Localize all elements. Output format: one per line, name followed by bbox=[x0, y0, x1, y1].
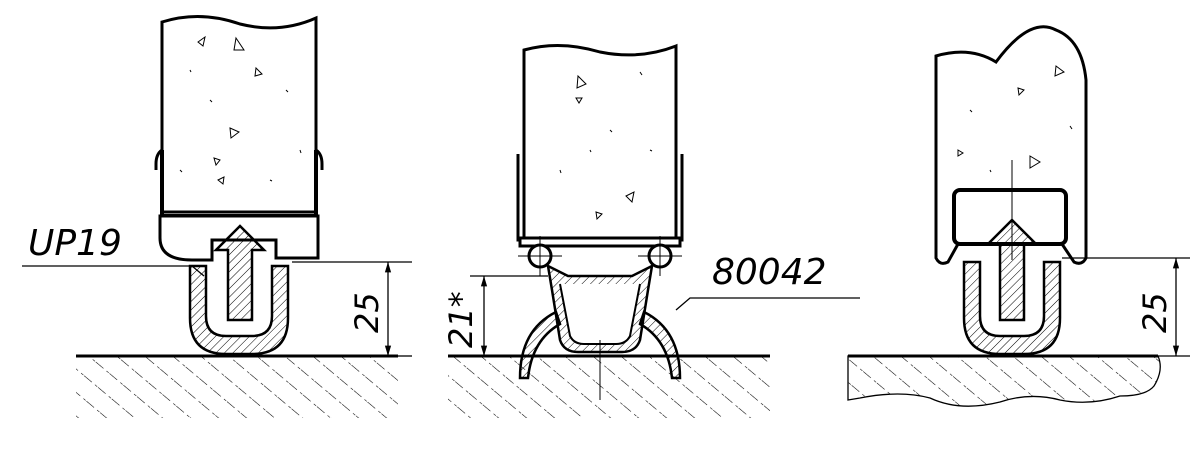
middle-profile-label: 80042 bbox=[712, 252, 827, 293]
right-glass-speckles bbox=[957, 65, 1073, 173]
middle-seal-inner bbox=[559, 283, 641, 345]
right-height-dimension bbox=[1062, 257, 1190, 357]
left-ground-hatch bbox=[76, 356, 398, 418]
right-height-value: 25 bbox=[1136, 292, 1174, 333]
middle-detail: 80042 21* bbox=[442, 43, 860, 418]
left-height-value: 25 bbox=[348, 292, 386, 333]
left-glass-panel bbox=[160, 14, 318, 214]
middle-glass-speckles bbox=[559, 71, 653, 221]
middle-seal-fin-left bbox=[518, 310, 562, 380]
right-ground-hatch bbox=[847, 355, 1161, 407]
left-label-leader bbox=[22, 265, 205, 277]
left-frame-lip-right bbox=[315, 148, 324, 170]
left-frame-lip-left bbox=[154, 148, 163, 170]
left-height-dimension bbox=[292, 261, 412, 357]
left-seal-profile bbox=[188, 264, 290, 356]
left-detail: UP19 25 bbox=[22, 14, 412, 418]
middle-height-value: 21* bbox=[442, 291, 480, 348]
right-seal-profile bbox=[962, 260, 1062, 356]
right-detail: 25 bbox=[847, 25, 1190, 407]
left-glass-speckles bbox=[179, 35, 302, 185]
right-seal-arrow-insert bbox=[984, 218, 1040, 322]
middle-height-dimension bbox=[470, 275, 548, 357]
left-profile-label: UP19 bbox=[28, 223, 122, 264]
left-seal-arrow-insert bbox=[212, 224, 268, 322]
middle-clip-centerlines bbox=[518, 236, 682, 276]
middle-seal-fin-right bbox=[638, 310, 682, 380]
middle-glass-panel bbox=[522, 43, 678, 242]
middle-label-leader bbox=[675, 297, 860, 311]
middle-ground-hatch bbox=[448, 356, 770, 418]
middle-frame-bottom-bar bbox=[518, 236, 682, 248]
